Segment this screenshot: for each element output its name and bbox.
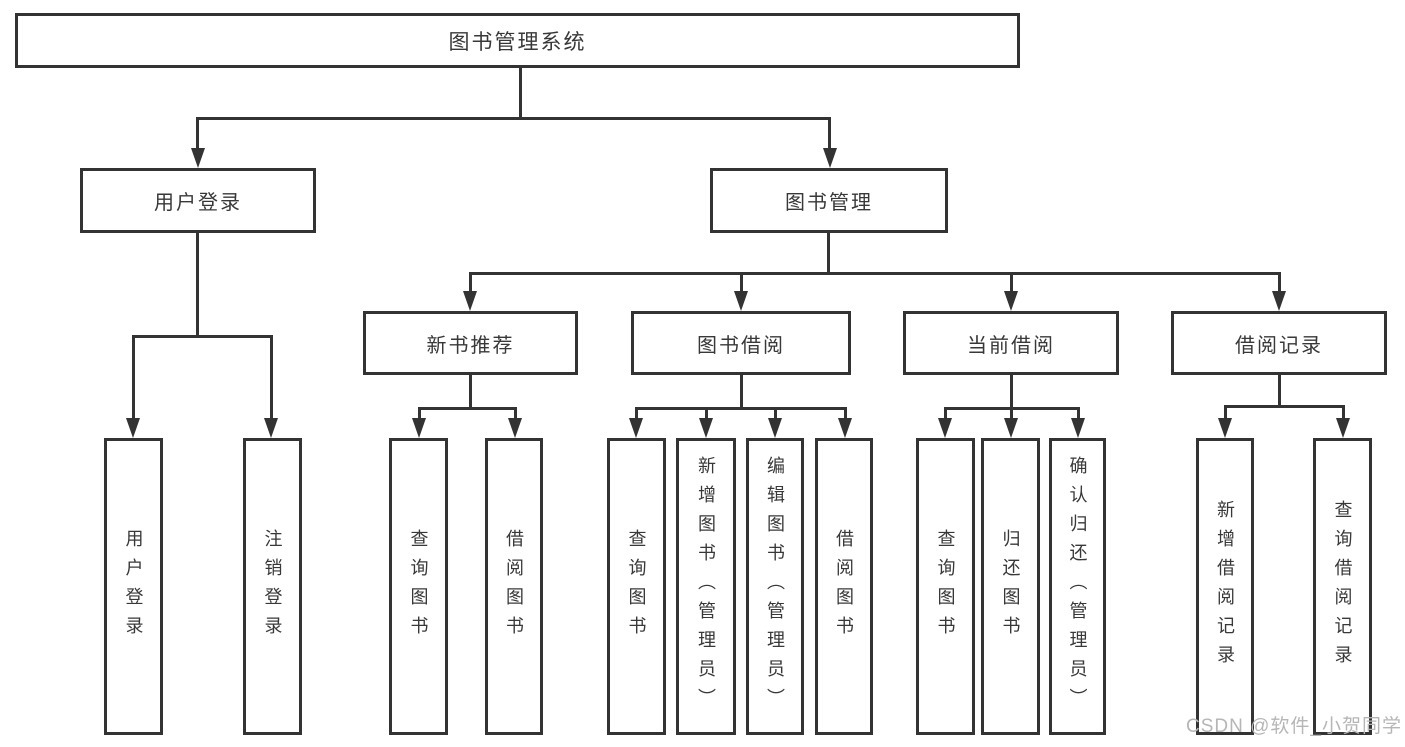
arrowhead-cb-confirm [1071,418,1085,438]
connector-bookborrow-split [635,407,846,410]
connector-drop-bb-edit [774,407,777,420]
leaf-borrow-add-books-admin: 新增图书（管理员） [676,438,736,735]
csdn-watermark: CSDN @软件_小贺同学 [1186,716,1402,737]
leaf-borrow-query-books: 查询图书 [607,438,666,735]
arrowhead-cb-query [938,418,952,438]
arrowhead-cb-return [1004,418,1018,438]
arrowhead-br-add [1218,418,1232,438]
connector-root-stem [519,68,522,117]
leaf-user-login: 用户登录 [104,438,163,735]
connector-drop-cb-return [1010,407,1013,420]
connector-drop-bb-query [635,407,638,420]
connector-drop-login-leaf [132,335,135,420]
connector-bookmgmt-split [469,272,1280,275]
arrowhead-nb-borrow [508,418,522,438]
node-book-borrow: 图书借阅 [631,311,851,375]
node-book-management: 图书管理 [710,168,948,233]
connector-drop-br-query [1342,405,1345,420]
arrowhead-bookborrow [734,291,748,311]
connector-userlogin-stem [196,233,199,335]
connector-currentborrow-stem [1010,375,1013,407]
node-root: 图书管理系统 [15,13,1020,68]
connector-bookmgmt-stem [827,233,830,272]
arrowhead-bb-edit [768,418,782,438]
leaf-current-return-books: 归还图书 [981,438,1040,735]
arrowhead-newbook [463,291,477,311]
connector-drop-cb-query [944,407,947,420]
leaf-current-query-books: 查询图书 [916,438,975,735]
connector-drop-bb-borrow [844,407,847,420]
connector-records-stem [1278,375,1281,405]
connector-drop-records [1278,272,1281,294]
leaf-borrow-edit-books-admin: 编辑图书（管理员） [746,438,804,735]
connector-drop-newbook [469,272,472,294]
arrowhead-login-leaf [126,418,140,438]
arrowhead-records [1272,291,1286,311]
leaf-borrow-borrow-books: 借阅图书 [815,438,873,735]
leaf-current-confirm-return-admin: 确认归还（管理员） [1049,438,1106,735]
node-borrow-records: 借阅记录 [1171,311,1387,375]
leaf-newbook-query-books: 查询图书 [389,438,448,735]
leaf-records-query-record: 查询借阅记录 [1313,438,1372,735]
connector-drop-cb-confirm [1077,407,1080,420]
arrowhead-currentborrow [1004,291,1018,311]
connector-drop-currentborrow [1010,272,1013,294]
arrowhead-bb-borrow [838,418,852,438]
connector-userlogin-split [132,335,273,338]
connector-records-split [1224,405,1344,408]
node-new-book-recommend: 新书推荐 [363,311,578,375]
arrowhead-bb-add [699,418,713,438]
connector-drop-book-mgmt [828,117,831,150]
leaf-logout: 注销登录 [243,438,302,735]
arrowhead-user-login [191,148,205,168]
connector-newbook-split [418,407,516,410]
connector-drop-user-login [196,117,199,150]
connector-bookborrow-stem [740,375,743,407]
arrowhead-br-query [1336,418,1350,438]
connector-drop-br-add [1224,405,1227,420]
leaf-newbook-borrow-books: 借阅图书 [485,438,543,735]
node-current-borrow: 当前借阅 [903,311,1119,375]
arrowhead-nb-query [412,418,426,438]
leaf-records-add-record: 新增借阅记录 [1196,438,1254,735]
connector-drop-logout-leaf [270,335,273,420]
arrowhead-logout-leaf [264,418,278,438]
connector-drop-nb-query [418,407,421,420]
node-user-login: 用户登录 [80,168,316,233]
connector-root-split [197,117,831,120]
connector-drop-nb-borrow [514,407,517,420]
connector-newbook-stem [469,375,472,407]
arrowhead-bb-query [629,418,643,438]
connector-drop-bb-add [705,407,708,420]
connector-drop-bookborrow [740,272,743,294]
arrowhead-book-mgmt [823,148,837,168]
